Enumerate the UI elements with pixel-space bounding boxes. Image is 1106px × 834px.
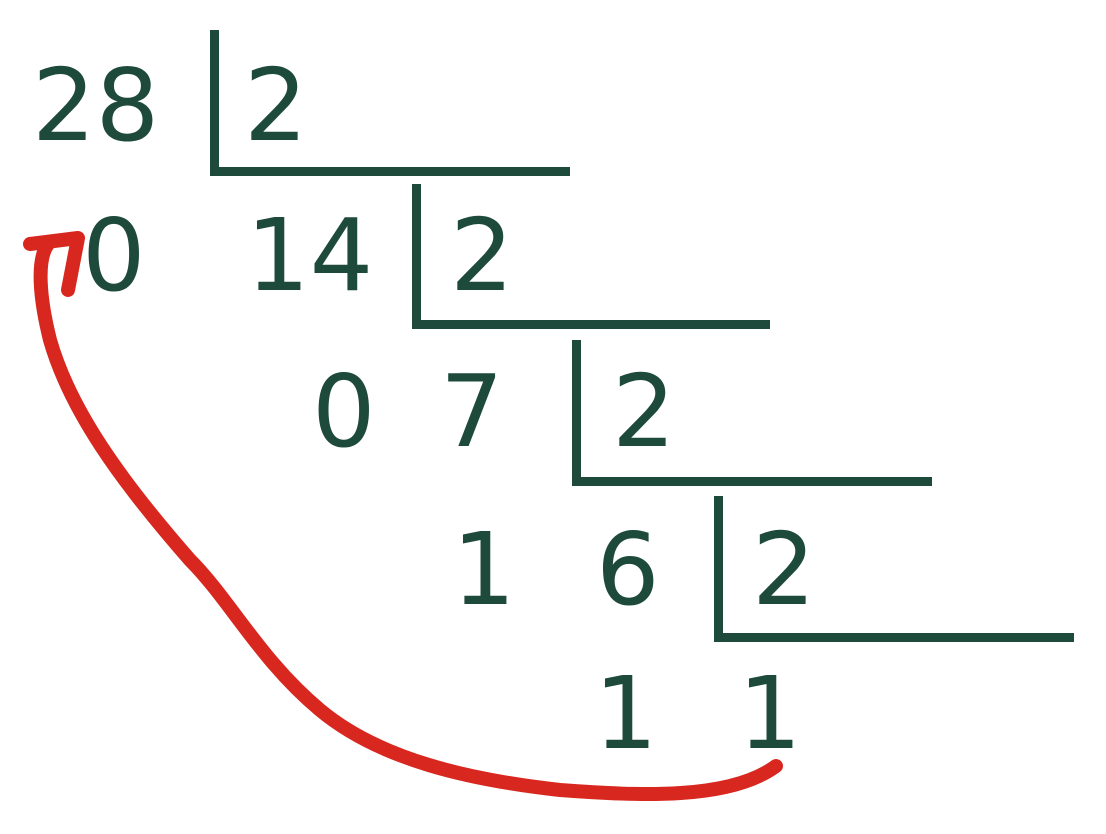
divisor-2-row1: 2: [244, 47, 308, 164]
remainder-0-row3: 0: [312, 353, 376, 470]
division-bracket-2: [412, 184, 770, 329]
remainder-1-row4: 1: [452, 511, 516, 628]
division-bracket-3: [572, 340, 932, 486]
division-bracket-4: [714, 496, 1074, 642]
dividend-14: 14: [246, 197, 374, 314]
division-bracket-1: [210, 30, 570, 176]
divisor-2-row3: 2: [612, 353, 676, 470]
dividend-6: 6: [596, 511, 660, 628]
remainder-0-row2: 0: [82, 197, 146, 314]
arrow-curve: [33, 237, 783, 802]
final-quotient-1: 1: [738, 655, 802, 772]
arrow-head: [23, 231, 85, 297]
remainder-1-row5: 1: [594, 655, 658, 772]
divisor-2-row2: 2: [450, 197, 514, 314]
dividend-7: 7: [440, 353, 504, 470]
dividend-28: 28: [32, 47, 160, 164]
divisor-2-row4: 2: [752, 511, 816, 628]
